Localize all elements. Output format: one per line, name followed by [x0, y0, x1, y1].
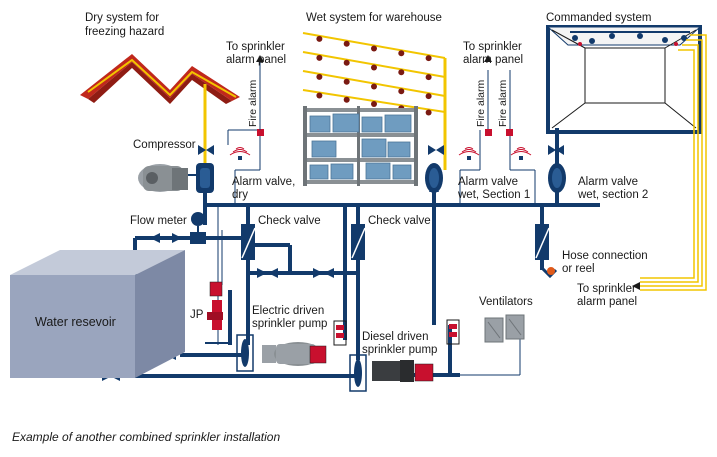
fire-alarm-dry	[227, 60, 264, 171]
fire-alarm-label-wet2: Fire alarm	[497, 79, 509, 127]
electric-pump-label-2: sprinkler pump	[252, 318, 327, 330]
flow-meter-icon	[190, 212, 206, 244]
jockey-pump-icon	[205, 281, 230, 344]
alarm-valve-dry-label-2: dry	[232, 189, 248, 201]
sprinkler-head-icon	[398, 50, 405, 57]
dry-system-label-line2: freezing hazard	[85, 26, 164, 38]
fire-alarm-wet1	[458, 70, 492, 171]
hose-connection-label-1: Hose connection	[562, 250, 648, 262]
sprinkler-head-icon	[425, 55, 432, 62]
check-valve-2-label: Check valve	[368, 215, 431, 227]
sprinkler-head-icon	[316, 73, 323, 80]
alarm-valve-wet2-label-1: Alarm valve	[578, 176, 638, 188]
sprinkler-head-icon	[371, 64, 377, 71]
water-reservoir-label: Water resevoir	[35, 315, 116, 329]
panel-label-mid-1: To sprinkler	[463, 41, 522, 53]
panel-label-left-2: alarm panel	[226, 54, 286, 66]
sprinkler-head-icon	[371, 83, 377, 90]
ventilators-label: Ventilators	[479, 296, 533, 308]
alarm-valve-dry-icon	[196, 163, 214, 193]
alarm-valve-wet2-label-2: wet, section 2	[577, 189, 648, 201]
diesel-pump-label-2: sprinkler pump	[362, 344, 437, 356]
sprinkler-head-icon	[343, 96, 350, 103]
panel-arrows	[256, 55, 640, 290]
sprinkler-head-icon	[343, 40, 350, 47]
hose-reel-icon	[540, 262, 558, 279]
hose-valve-icon	[535, 224, 550, 260]
panel-label-mid-2: alarm panel	[463, 54, 523, 66]
figure-caption: Example of another combined sprinkler in…	[12, 430, 281, 444]
sprinkler-head-icon	[371, 45, 377, 52]
alarm-valve-wet2-icon	[548, 163, 566, 193]
fire-alarm-label-dry: Fire alarm	[247, 79, 259, 127]
sprinkler-head-icon	[343, 78, 350, 85]
butterfly-valves	[198, 145, 564, 155]
electric-pump-label-1: Electric driven	[252, 305, 324, 317]
dry-system-label-line1: Dry system for	[85, 12, 159, 24]
commanded-room	[546, 25, 707, 291]
diesel-pump-icon	[349, 319, 460, 392]
warehouse-shelf	[303, 106, 418, 186]
electric-pump-icon	[236, 320, 347, 372]
compressor-label: Compressor	[133, 139, 196, 151]
panel-label-right-2: alarm panel	[577, 296, 637, 308]
commanded-system-label: Commanded system	[546, 12, 651, 24]
diesel-pump-label-1: Diesel driven	[362, 331, 428, 343]
sprinkler-head-icon	[316, 92, 323, 99]
hose-connection-label-2: or reel	[562, 263, 595, 275]
alarm-valve-dry-label-1: Alarm valve,	[232, 176, 295, 188]
sprinkler-head-icon	[425, 109, 432, 116]
jp-label: JP	[190, 309, 204, 321]
water-reservoir-tank	[10, 250, 185, 378]
compressor-icon	[138, 164, 196, 192]
ventilators-icon	[484, 314, 525, 343]
fire-alarm-wet2	[506, 70, 535, 171]
sprinkler-head-icon	[425, 93, 432, 100]
check-valve-1-label: Check valve	[258, 215, 321, 227]
alarm-valve-wet1-label-1: Alarm valve	[458, 176, 518, 188]
fire-alarm-label-wet1: Fire alarm	[475, 79, 487, 127]
wet-system-label: Wet system for warehouse	[306, 12, 442, 24]
sprinkler-head-icon	[398, 88, 405, 95]
sprinkler-head-icon	[371, 101, 377, 107]
sprinkler-head-icon	[398, 69, 405, 76]
check-valve-2-icon	[351, 224, 366, 260]
alarm-valve-wet1-icon	[425, 163, 443, 193]
flow-meter-label: Flow meter	[130, 215, 187, 227]
sprinkler-head-icon	[316, 54, 323, 61]
sprinkler-head-icon	[343, 59, 350, 66]
panel-label-right-1: To sprinkler	[577, 283, 636, 295]
check-valve-1-icon	[241, 224, 256, 260]
panel-label-left-1: To sprinkler	[226, 41, 285, 53]
sprinkler-head-icon	[316, 35, 323, 42]
dry-system-roof	[80, 54, 240, 104]
alarm-valve-wet1-label-2: wet, Section 1	[457, 189, 530, 201]
sprinkler-head-icon	[425, 74, 432, 81]
